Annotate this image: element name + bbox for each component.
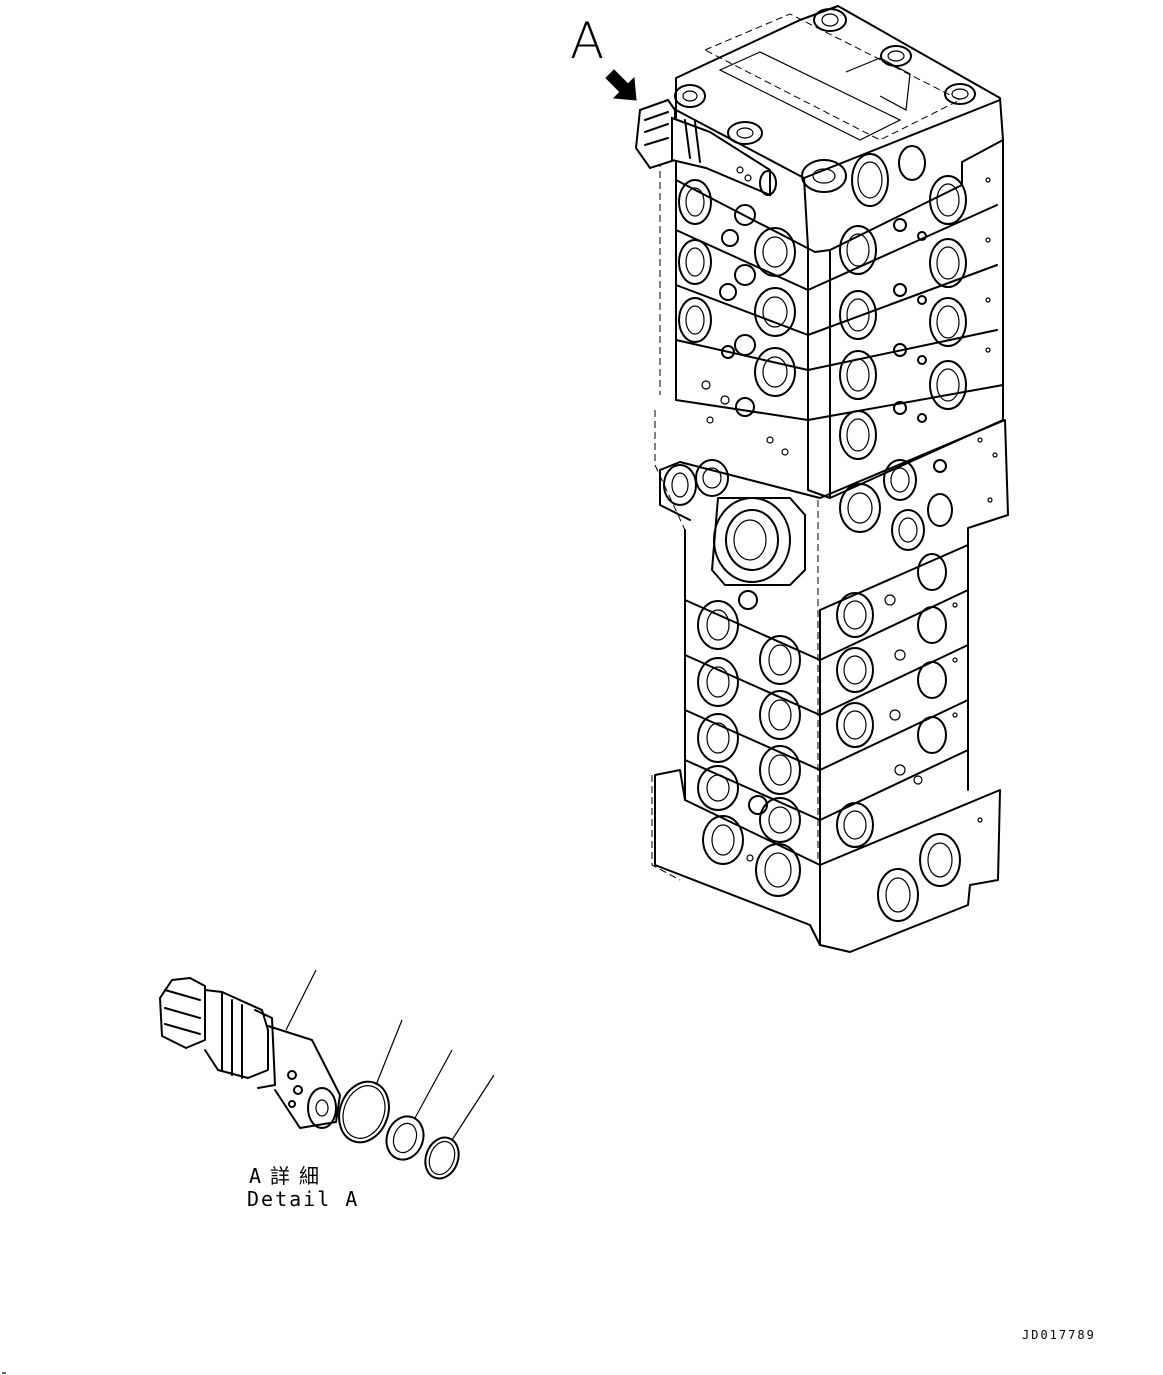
backup-ring — [385, 1115, 425, 1161]
valve-bottom-plate — [651, 769, 1001, 953]
o-ring-small — [424, 1136, 460, 1180]
control-valve-assembly — [634, 5, 1009, 953]
valve-upper-left-face — [659, 105, 809, 456]
detail-cartridge — [159, 977, 341, 1129]
o-ring-large — [338, 1080, 390, 1144]
drawing-number: JD017789 — [1022, 1328, 1096, 1342]
valve-top-cover — [674, 5, 1004, 253]
view-arrow-icon — [605, 69, 637, 101]
detail-caption-english: Detail A — [247, 1187, 360, 1211]
detail-a-exploded-parts — [159, 969, 495, 1180]
view-label-a: A — [570, 12, 605, 70]
valve-mid-section — [654, 410, 1009, 611]
installed-cartridge — [634, 98, 777, 197]
part-leader-lines — [285, 969, 495, 1141]
valve-upper-sections — [807, 139, 1004, 499]
valve-lower-sections — [684, 500, 969, 866]
detail-caption-japanese: A詳細 — [249, 1164, 329, 1188]
